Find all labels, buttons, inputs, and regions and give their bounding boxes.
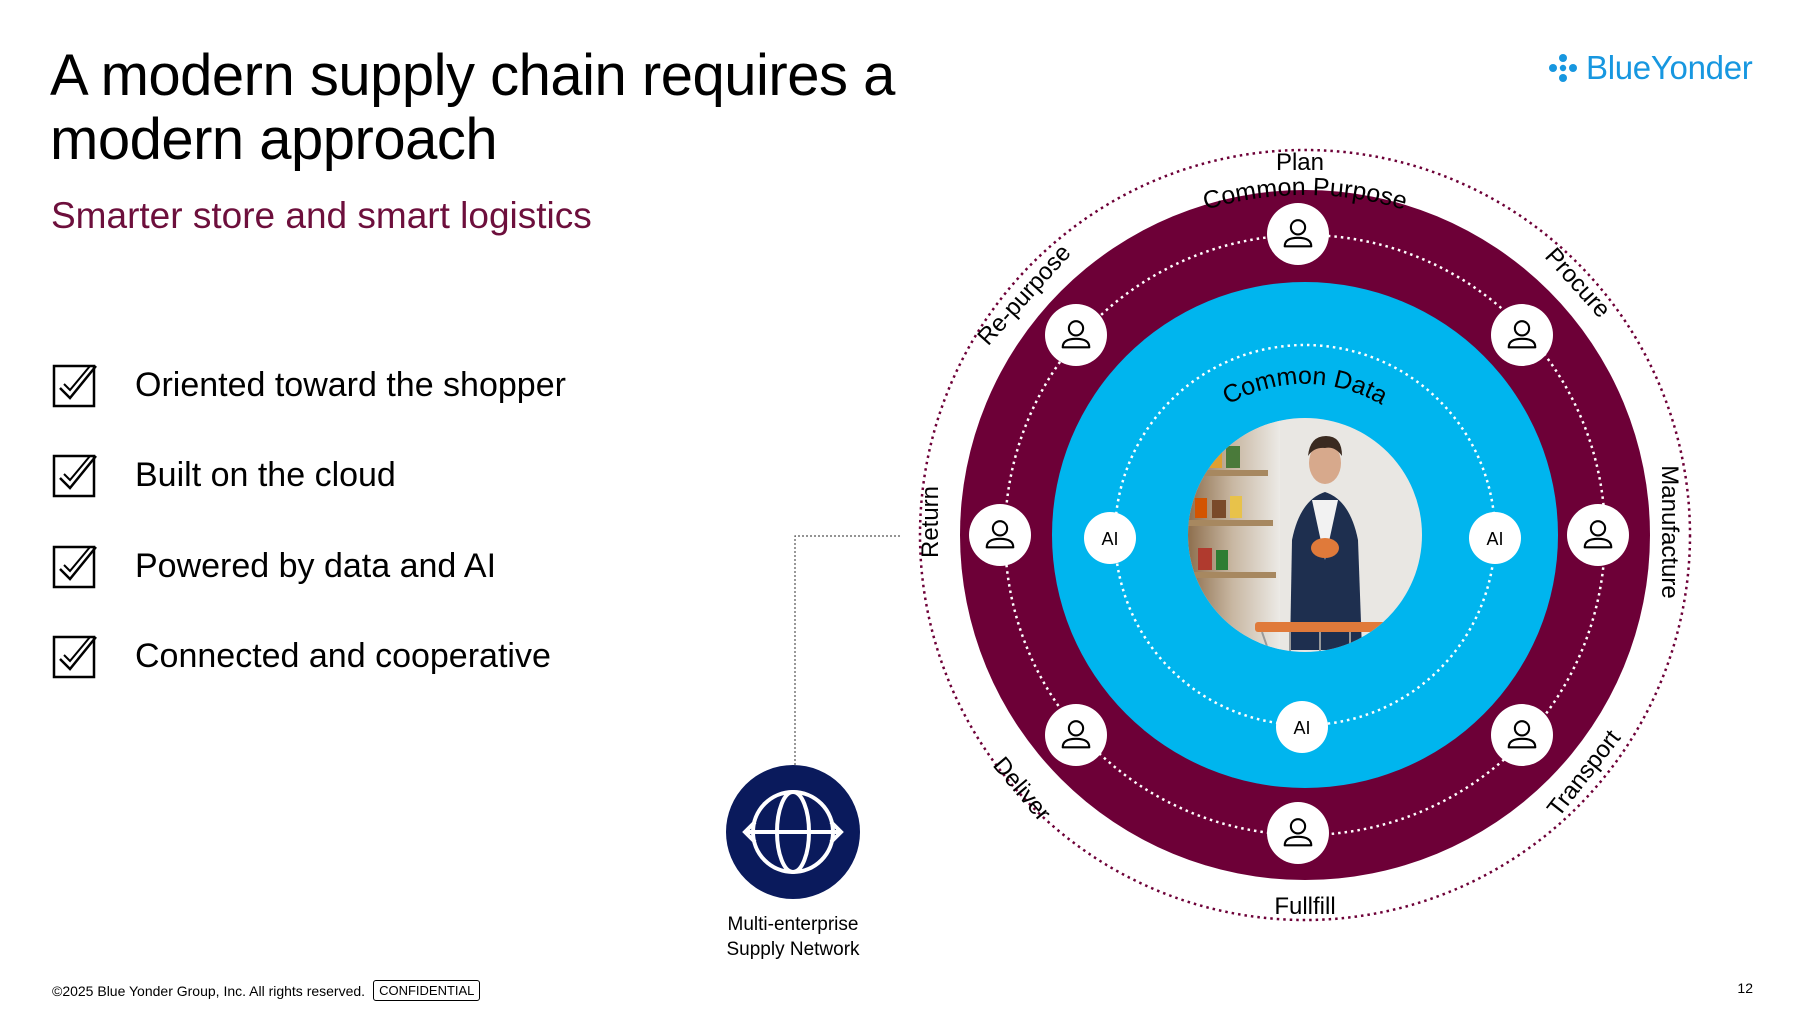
checkbox-checked-icon [52,545,97,589]
checklist-item-label: Connected and cooperative [135,636,551,675]
svg-text:AI: AI [1486,529,1503,549]
svg-text:AI: AI [1101,529,1118,549]
role-node-deliver [1045,704,1107,766]
logo-text: BlueYonder [1586,49,1753,86]
role-node-fulfill [1267,802,1329,864]
stage-label-manufacture: Manufacture [1656,465,1683,598]
copyright-text: ©2025 Blue Yonder Group, Inc. All rights… [52,982,366,999]
checkbox-checked-icon [52,454,97,498]
globe-arrows-icon [742,790,844,874]
checkbox-checked-icon [52,364,97,408]
svg-text:AI: AI [1293,718,1310,738]
outer-dotted-ring [918,148,1692,922]
confidential-badge: CONFIDENTIAL [373,980,481,1001]
stage-label-return: Return [917,486,944,558]
page-number: 12 [1737,980,1753,996]
role-node-procure [1491,304,1553,366]
supply-network-node: Multi-enterprise Supply Network [726,765,860,960]
checklist-item-label: Oriented toward the shopper [135,365,566,404]
network-label-line2: Supply Network [726,939,860,960]
role-node-plan [1267,203,1329,265]
checklist-item: Oriented toward the shopper [52,360,652,410]
blue-yonder-logo: BlueYonder [1548,48,1753,88]
role-node-return [969,504,1031,566]
slide-subtitle: Smarter store and smart logistics [51,195,592,236]
checklist-item: Connected and cooperative [52,631,652,681]
ai-badge: AI [1084,512,1136,564]
role-node-transport [1491,704,1553,766]
checklist-item-label: Powered by data and AI [135,546,497,585]
ai-badge: AI [1276,701,1328,753]
network-label-line1: Multi-enterprise [728,914,859,935]
checklist-item: Built on the cloud [52,450,652,500]
stage-label-fulfill: Fullfill [1274,893,1335,920]
checkbox-checked-icon [52,635,97,679]
stage-label-deliver: Deliver [987,752,1056,827]
checklist-item: Powered by data and AI [52,541,652,591]
connector-line [794,535,900,765]
footer: ©2025 Blue Yonder Group, Inc. All rights… [52,980,481,1001]
stage-label-plan: Plan [1276,149,1324,176]
slide-title: A modern supply chain requires a modern … [50,43,895,172]
role-node-repurpose [1045,304,1107,366]
checklist-item-label: Built on the cloud [135,455,396,494]
ai-badge: AI [1469,512,1521,564]
role-node-manufacture [1567,504,1629,566]
logo-mark-icon [1549,54,1577,82]
